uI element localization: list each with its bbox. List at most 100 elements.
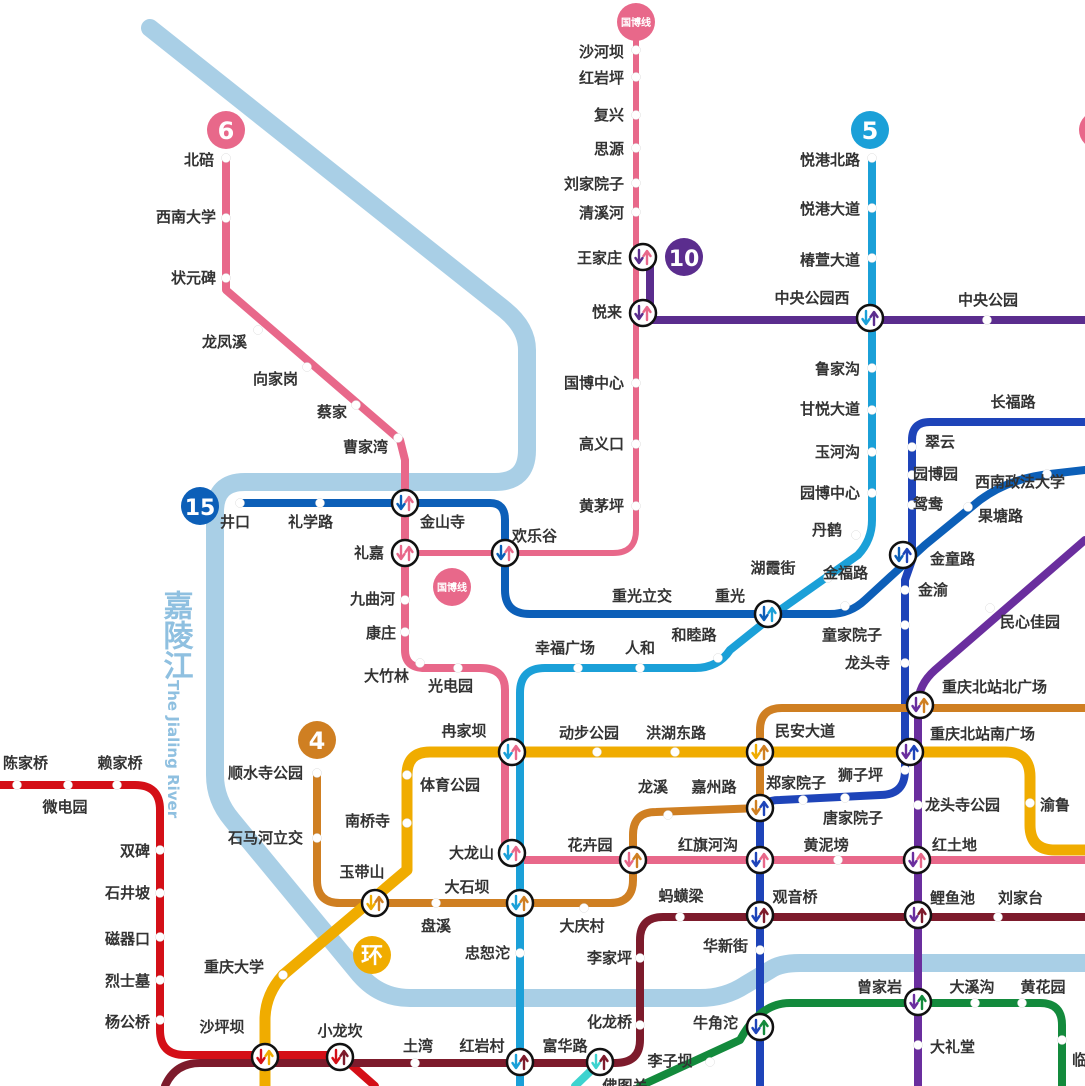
- station-label[interactable]: 玉河沟: [815, 443, 860, 461]
- station-label[interactable]: 佛图关: [601, 1077, 647, 1086]
- station-label[interactable]: 蔡家: [316, 403, 347, 421]
- interchange-station[interactable]: [903, 987, 933, 1017]
- station-dot[interactable]: [985, 603, 995, 613]
- station-label[interactable]: 黄泥塝: [803, 836, 848, 854]
- station-dot[interactable]: [867, 488, 877, 498]
- station-label[interactable]: 双碑: [120, 842, 150, 860]
- line-5-badge[interactable]: 5: [851, 111, 889, 149]
- station-dot[interactable]: [302, 362, 312, 372]
- station-dot[interactable]: [833, 855, 843, 865]
- station-label[interactable]: 金渝: [917, 581, 949, 599]
- station-label[interactable]: 西南政法大学: [975, 473, 1065, 491]
- interchange-station[interactable]: [250, 1042, 280, 1072]
- station-label[interactable]: 清溪河: [579, 204, 624, 222]
- station-label[interactable]: 高义口: [579, 435, 624, 453]
- station-label[interactable]: 南桥寺: [345, 812, 390, 830]
- station-label[interactable]: 园博中心: [800, 484, 860, 502]
- station-label[interactable]: 民安大道: [775, 722, 835, 740]
- station-dot[interactable]: [670, 747, 680, 757]
- station-dot[interactable]: [713, 653, 723, 663]
- station-label[interactable]: 鲁家沟: [815, 360, 860, 378]
- interchange-station[interactable]: [505, 888, 535, 918]
- station-label[interactable]: 赖家桥: [97, 754, 143, 772]
- station-label[interactable]: 礼嘉: [354, 544, 384, 562]
- station-dot[interactable]: [631, 45, 641, 55]
- station-dot[interactable]: [402, 818, 412, 828]
- station-label[interactable]: 国博中心: [564, 374, 624, 392]
- station-label[interactable]: 李家坪: [586, 949, 632, 967]
- station-dot[interactable]: [631, 110, 641, 120]
- interchange-station[interactable]: [895, 737, 925, 767]
- station-label[interactable]: 黄花园: [1020, 978, 1065, 996]
- station-dot[interactable]: [312, 768, 322, 778]
- station-label[interactable]: 红土地: [932, 836, 977, 854]
- station-dot[interactable]: [155, 1015, 165, 1025]
- station-label[interactable]: 鸳鸯: [913, 495, 944, 513]
- station-dot[interactable]: [1017, 998, 1027, 1008]
- station-dot[interactable]: [155, 975, 165, 985]
- station-label[interactable]: 悦港北路: [800, 151, 861, 169]
- station-label[interactable]: 冉家坝: [441, 722, 486, 740]
- station-dot[interactable]: [592, 747, 602, 757]
- station-label[interactable]: 重庆北站南广场: [930, 725, 1035, 743]
- station-label[interactable]: 北碚: [184, 151, 214, 169]
- station-label[interactable]: 土湾: [403, 1037, 433, 1055]
- station-label[interactable]: 大龙山: [449, 844, 494, 862]
- station-dot[interactable]: [823, 573, 833, 583]
- station-label[interactable]: 金童路: [929, 550, 976, 568]
- interchange-station[interactable]: [888, 540, 918, 570]
- station-label[interactable]: 思源: [594, 140, 624, 158]
- interchange-station[interactable]: [753, 599, 783, 629]
- guobo-line-badge-mid[interactable]: 国博线: [433, 568, 471, 606]
- station-label[interactable]: 陈家桥: [3, 754, 49, 772]
- line-badge-partial[interactable]: [1079, 111, 1085, 149]
- station-dot[interactable]: [12, 780, 22, 790]
- interchange-station[interactable]: [745, 845, 775, 875]
- station-dot[interactable]: [867, 153, 877, 163]
- station-dot[interactable]: [278, 970, 288, 980]
- station-label[interactable]: 观音桥: [772, 888, 818, 906]
- station-label[interactable]: 人和: [625, 639, 655, 657]
- station-label[interactable]: 和睦路: [671, 626, 717, 644]
- station-label[interactable]: 玉带山: [339, 863, 384, 881]
- station-dot[interactable]: [631, 378, 641, 388]
- interchange-station[interactable]: [855, 303, 885, 333]
- station-dot[interactable]: [970, 998, 980, 1008]
- station-label[interactable]: 翠云: [925, 433, 955, 451]
- station-dot[interactable]: [900, 620, 910, 630]
- station-label[interactable]: 大石坝: [444, 878, 489, 896]
- station-dot[interactable]: [867, 405, 877, 415]
- station-dot[interactable]: [867, 447, 877, 457]
- station-dot[interactable]: [1057, 1035, 1067, 1045]
- station-label[interactable]: 黄茅坪: [579, 497, 624, 515]
- station-label[interactable]: 盘溪: [421, 917, 452, 935]
- station-label[interactable]: 井口: [220, 513, 250, 531]
- station-label[interactable]: 郑家院子: [766, 774, 826, 792]
- station-dot[interactable]: [410, 1058, 420, 1068]
- station-dot[interactable]: [982, 315, 992, 325]
- station-dot[interactable]: [155, 932, 165, 942]
- interchange-station[interactable]: [390, 488, 420, 518]
- interchange-station[interactable]: [490, 538, 520, 568]
- station-label[interactable]: 金山寺: [419, 513, 465, 531]
- interchange-station[interactable]: [628, 242, 658, 272]
- station-label[interactable]: 向家岗: [253, 370, 298, 388]
- station-label[interactable]: 大礼堂: [930, 1038, 975, 1056]
- station-label[interactable]: 长福路: [990, 393, 1036, 411]
- station-label[interactable]: 忠恕沱: [465, 944, 510, 962]
- interchange-station[interactable]: [902, 845, 932, 875]
- station-dot[interactable]: [867, 203, 877, 213]
- station-dot[interactable]: [112, 780, 122, 790]
- station-label[interactable]: 重光立交: [612, 587, 672, 605]
- loop-line-badge[interactable]: 环: [353, 936, 391, 974]
- station-dot[interactable]: [900, 765, 910, 775]
- station-label[interactable]: 状元碑: [171, 269, 216, 287]
- station-label[interactable]: 园博园: [913, 465, 958, 483]
- station-label[interactable]: 狮子坪: [837, 766, 883, 784]
- station-dot[interactable]: [312, 833, 322, 843]
- station-dot[interactable]: [798, 795, 808, 805]
- station-label[interactable]: 花卉园: [567, 836, 612, 854]
- station-label[interactable]: 华新街: [703, 937, 748, 955]
- station-dot[interactable]: [1042, 469, 1052, 479]
- station-label[interactable]: 光电园: [427, 677, 473, 695]
